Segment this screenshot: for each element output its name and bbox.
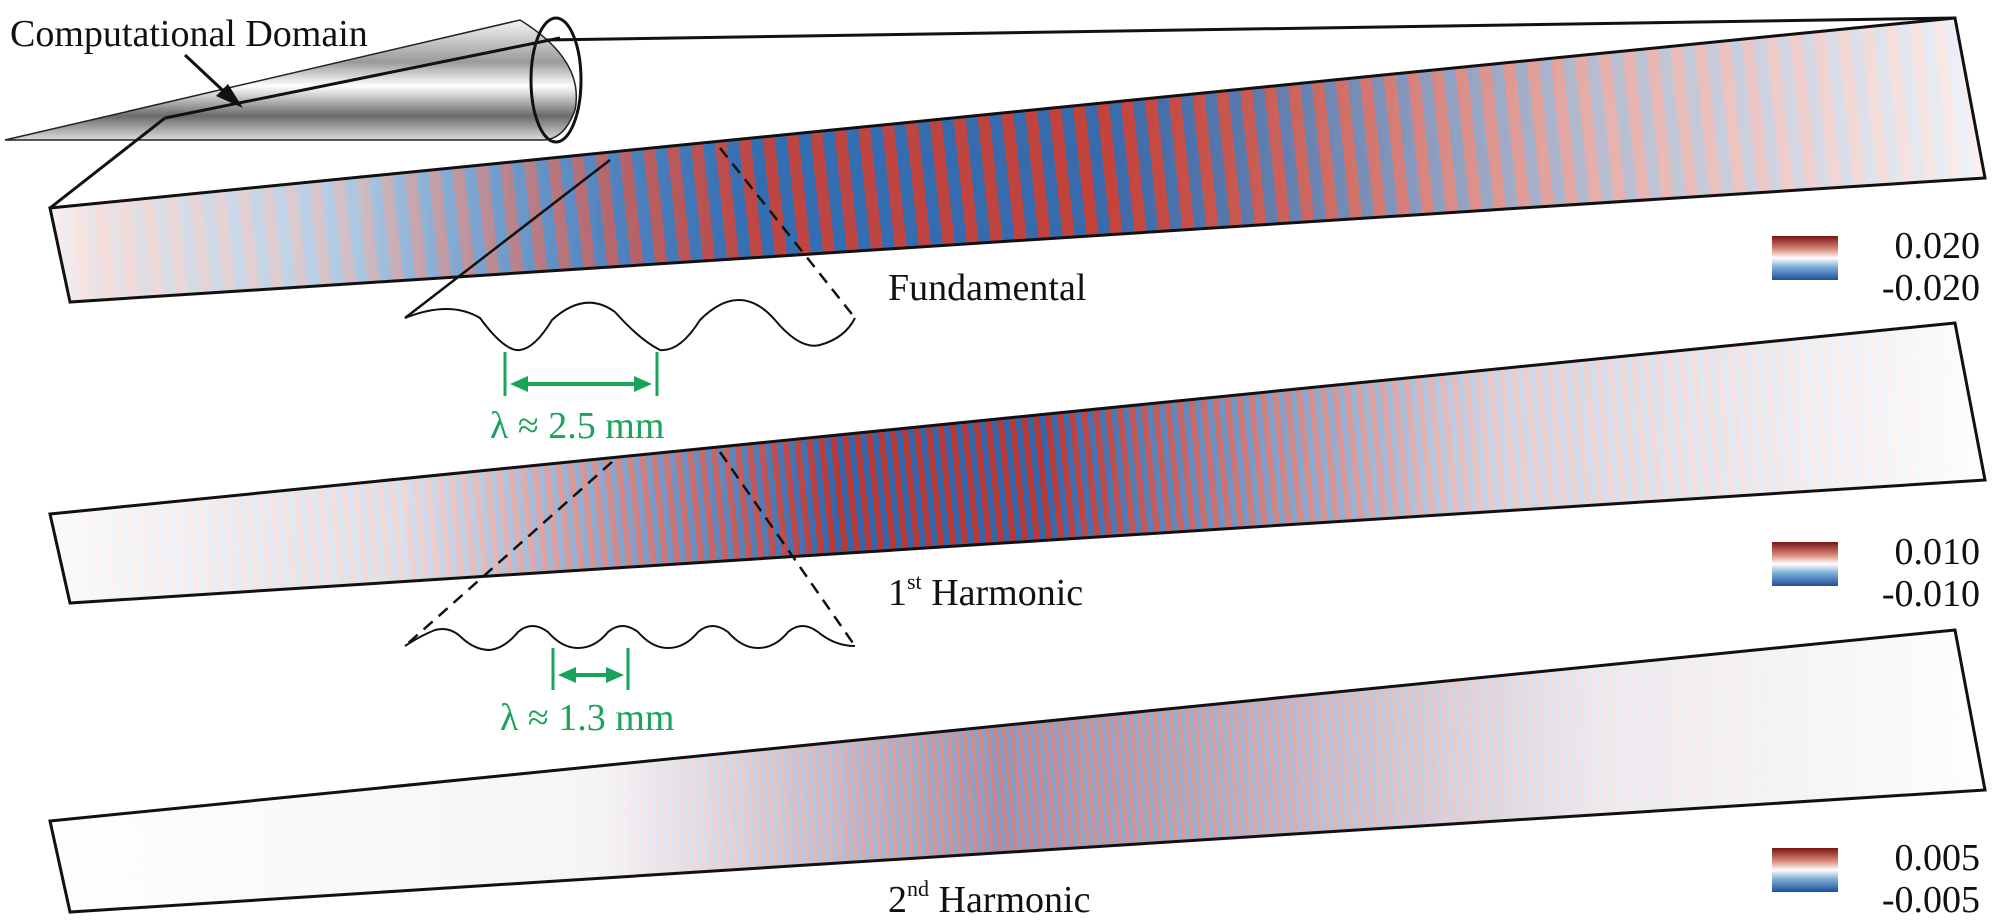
harmonic1-arrowhead-right	[606, 667, 624, 683]
harmonic2-colorbar	[1772, 848, 1838, 892]
fundamental-zoom-line-left	[404, 159, 611, 319]
harmonic2-title: 2nd Harmonic	[888, 876, 1090, 921]
harmonic1-cmax: 0.010	[1895, 531, 1981, 573]
harmonic2-cmin: -0.005	[1882, 879, 1980, 921]
harmonic1-colorbar	[1772, 542, 1838, 586]
connector-top	[544, 16, 1956, 42]
fundamental-arrowhead-left	[510, 376, 528, 392]
cone-label: Computational Domain	[10, 13, 368, 55]
harmonic1-arrowhead-left	[558, 667, 576, 683]
fundamental-colorbar	[1772, 236, 1838, 280]
domain-slice-line	[164, 36, 561, 120]
fundamental-cmin: -0.020	[1882, 267, 1980, 309]
harmonic1-wave-sketch	[404, 625, 856, 652]
cone-illustration: Computational Domain	[4, 13, 583, 144]
fundamental-zoom-line-right	[719, 147, 856, 319]
fundamental-title: Fundamental	[888, 267, 1086, 309]
fundamental-wavelength-label: λ ≈ 2.5 mm	[490, 405, 664, 447]
harmonic1-outline	[48, 321, 1987, 605]
connector-bottom	[49, 116, 166, 210]
fundamental-wave-sketch	[404, 299, 856, 352]
cone-body	[4, 19, 577, 141]
harmonic1-wavelength-label: λ ≈ 1.3 mm	[500, 697, 674, 739]
harmonic1-zoom-line-left	[404, 461, 613, 647]
harmonic2-cmax: 0.005	[1895, 837, 1981, 879]
harmonic2-outline	[48, 628, 1987, 914]
domain-pointer-arrowhead	[216, 84, 243, 108]
harmonic1-cmin: -0.010	[1882, 573, 1980, 615]
fundamental-cmax: 0.020	[1895, 225, 1981, 267]
cone-base-ellipse	[529, 16, 583, 144]
harmonic1-title: 1st Harmonic	[888, 569, 1083, 614]
fundamental-arrowhead-right	[634, 376, 652, 392]
fundamental-outline	[48, 16, 1987, 304]
